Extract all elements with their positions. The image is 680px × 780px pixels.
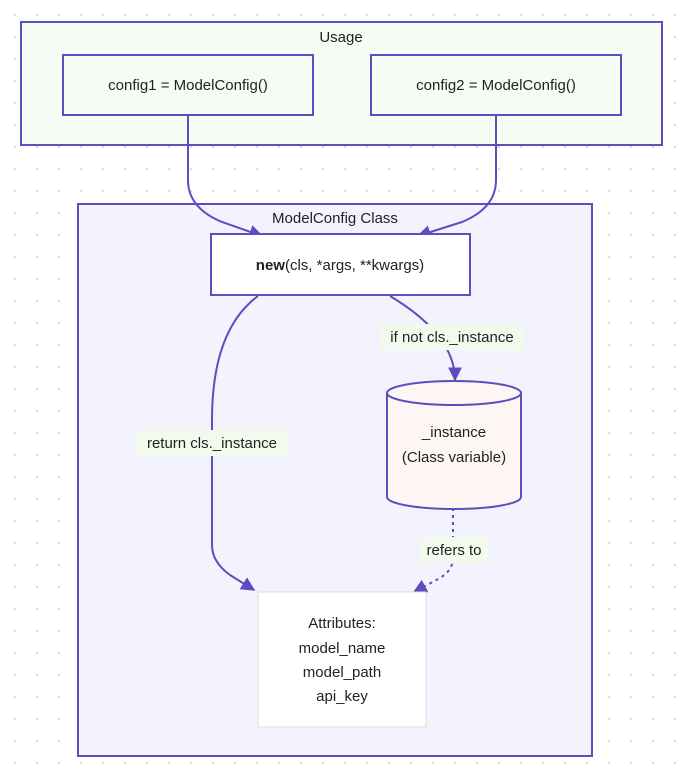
new-method-name: new bbox=[256, 257, 286, 274]
attribute-model-name: model_name bbox=[299, 640, 386, 657]
edge-label-if-not-instance-text: if not cls._instance bbox=[390, 329, 513, 346]
edge-new-to-attributes bbox=[211, 295, 259, 591]
config1-label: config1 = ModelConfig() bbox=[108, 77, 268, 94]
new-method-node-box bbox=[210, 233, 471, 296]
model-config-group-title: ModelConfig Class bbox=[272, 210, 398, 227]
edge-config2-to-new bbox=[416, 116, 497, 239]
edge-label-if-not-instance-bg bbox=[380, 324, 524, 350]
edge-label-if-not-instance: if not cls._instance bbox=[380, 324, 524, 350]
usage-group: Usage config1 = ModelConfig() config2 = … bbox=[20, 21, 663, 146]
config1-node[interactable]: config1 = ModelConfig() bbox=[62, 54, 314, 116]
attribute-model-path: model_path bbox=[303, 664, 381, 681]
instance-name-label: _instance bbox=[421, 424, 486, 441]
config2-label: config2 = ModelConfig() bbox=[416, 77, 576, 94]
attributes-node-box bbox=[257, 591, 427, 728]
edge-config1-to-new bbox=[187, 116, 264, 239]
instance-cylinder-top bbox=[386, 380, 522, 406]
usage-group-title: Usage bbox=[319, 29, 362, 46]
config2-node[interactable]: config2 = ModelConfig() bbox=[370, 54, 622, 116]
edge-label-return-instance-text: return cls._instance bbox=[147, 435, 277, 452]
config1-node-box bbox=[62, 54, 314, 116]
instance-kind-label: (Class variable) bbox=[402, 449, 506, 466]
new-method-node[interactable]: new(cls, *args, **kwargs) bbox=[210, 233, 471, 296]
edge-label-refers-to-text: refers to bbox=[426, 542, 481, 559]
config2-node-box bbox=[370, 54, 622, 116]
instance-cylinder-node[interactable]: _instance (Class variable) bbox=[386, 380, 522, 510]
instance-cylinder-body bbox=[386, 393, 522, 510]
edge-label-return-instance-bg bbox=[137, 430, 287, 456]
edge-label-refers-to-bg bbox=[419, 537, 489, 563]
attributes-node[interactable]: Attributes: model_name model_path api_ke… bbox=[257, 591, 427, 728]
new-method-params: (cls, *args, **kwargs) bbox=[285, 257, 424, 274]
edge-label-return-instance: return cls._instance bbox=[137, 430, 287, 456]
edge-label-refers-to: refers to bbox=[419, 537, 489, 563]
new-method-label: new(cls, *args, **kwargs) bbox=[256, 257, 424, 274]
attributes-heading: Attributes: bbox=[308, 615, 376, 632]
attribute-api-key: api_key bbox=[316, 688, 368, 705]
